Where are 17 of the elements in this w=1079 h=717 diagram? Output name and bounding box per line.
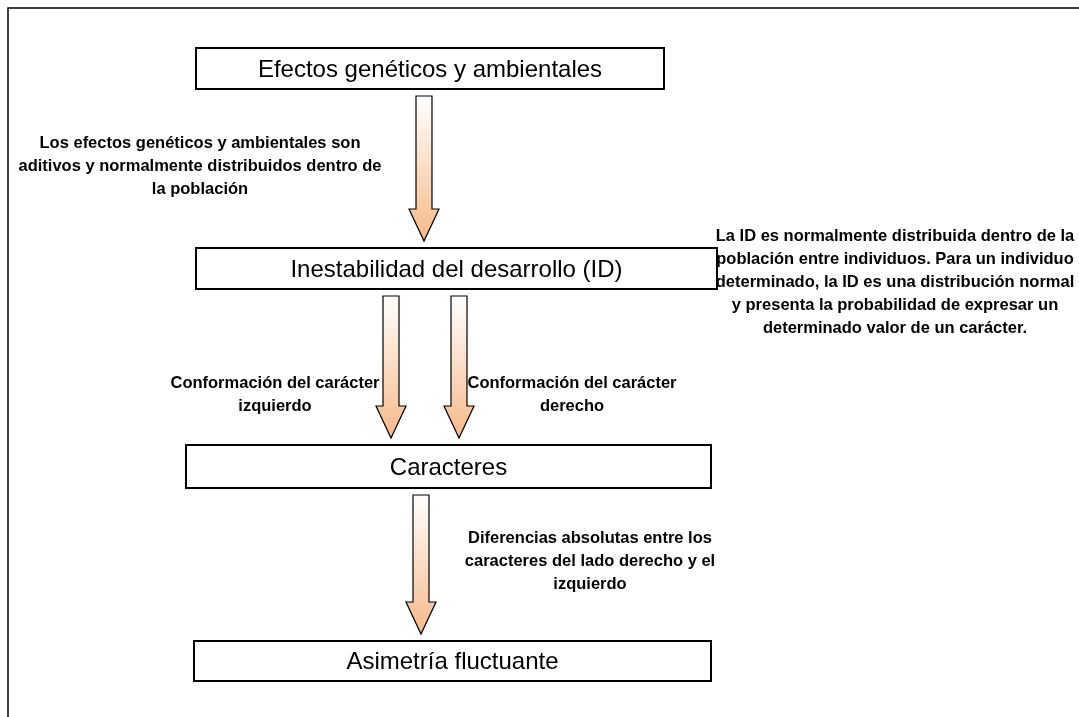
process-box bbox=[195, 247, 718, 290]
edge-label: Diferencias absolutas entre los caracteres del lado derecho y el izquierdo bbox=[463, 527, 717, 594]
block-arrow bbox=[443, 295, 475, 440]
process-box bbox=[195, 47, 665, 90]
note-text: La ID es normalmente distribuida dentro de la población entre individuos. Para un individuo determinado, la ID es una distribución normal y presenta la probabilidad de expresar un determinado valor de un carácter. bbox=[714, 225, 1076, 338]
edge-label: Conformación del carácter izquierdo bbox=[170, 372, 380, 416]
block-arrow bbox=[408, 95, 440, 243]
box-label: Efectos genéticos y ambientales bbox=[257, 54, 603, 83]
block-arrow bbox=[375, 295, 407, 440]
box-label: Asimetría fluctuante bbox=[346, 647, 559, 675]
process-box bbox=[193, 640, 712, 682]
box-label: Inestabilidad del desarrollo (ID) bbox=[290, 254, 623, 283]
block-arrow bbox=[405, 494, 437, 636]
edge-label: Conformación del carácter derecho bbox=[467, 372, 677, 416]
box-label: Caracteres bbox=[389, 452, 508, 481]
edge-label: Los efectos genéticos y ambientales son aditivos y normalmente distribuidos dentro de la población bbox=[17, 132, 383, 199]
process-box bbox=[185, 444, 712, 489]
